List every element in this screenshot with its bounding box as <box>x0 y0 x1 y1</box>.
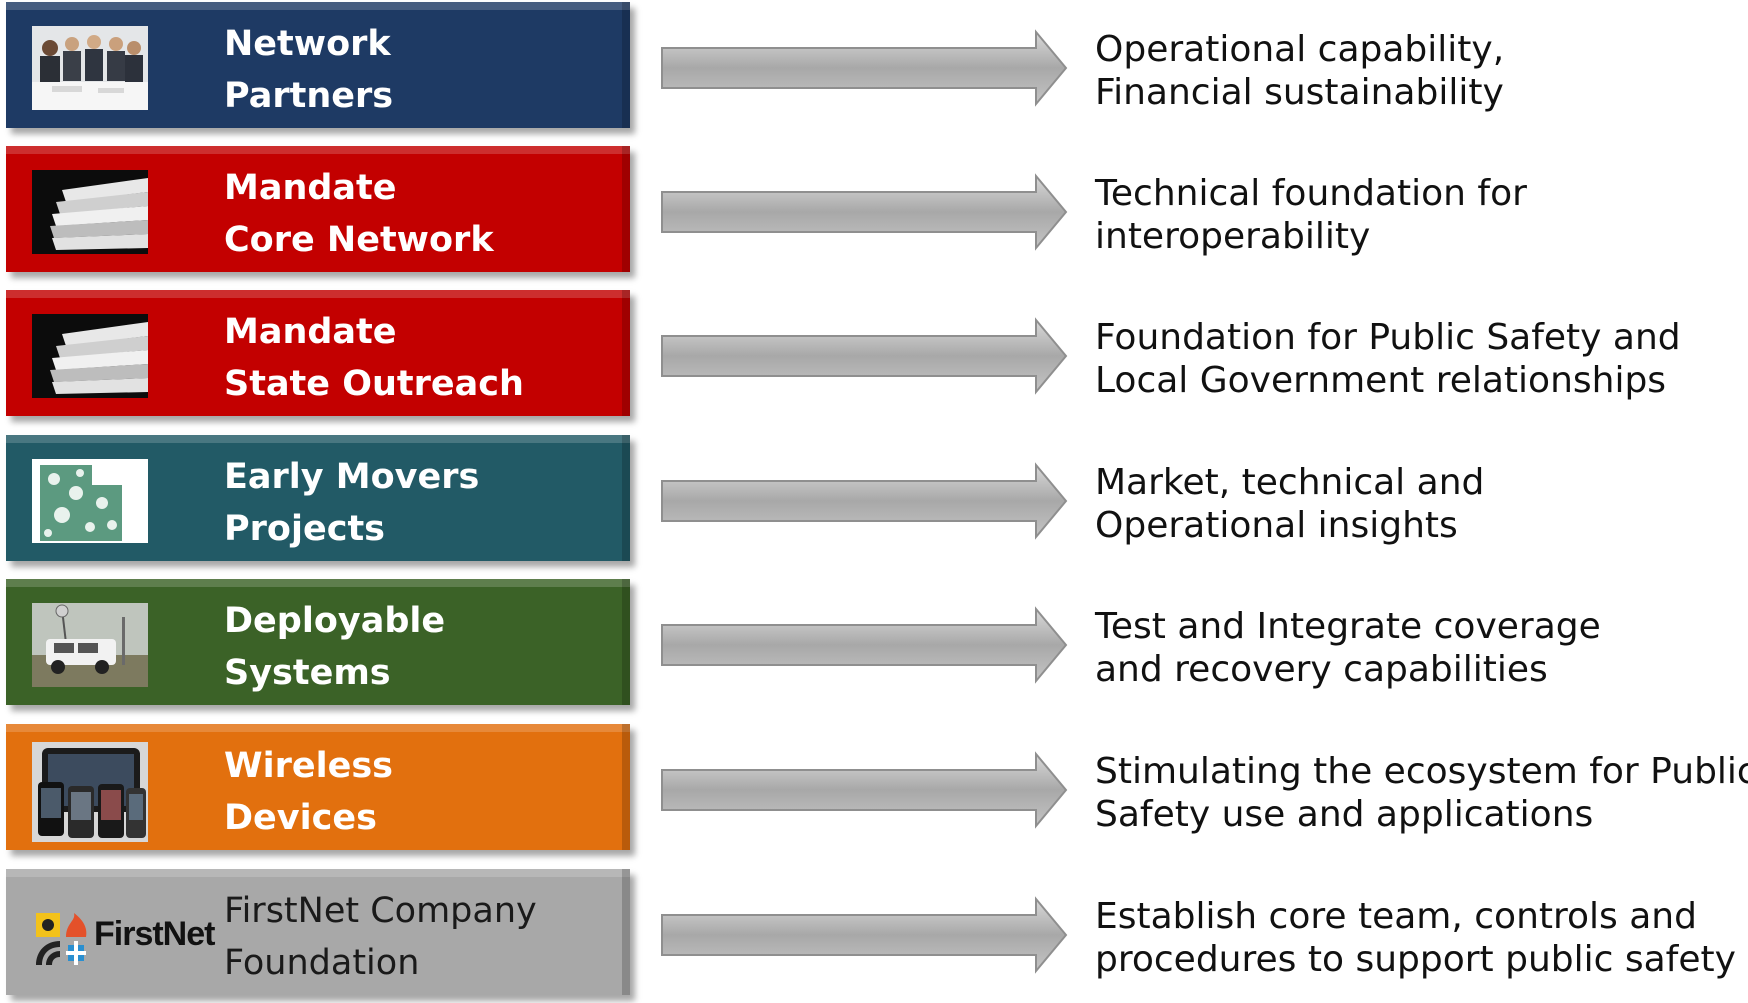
row-firstnet-company-foundation: FirstNet FirstNet Company Foundation Est… <box>0 869 1748 999</box>
outcome-line1: Establish core team, controls and <box>1095 896 1697 937</box>
deployable-systems-box: Deployable Systems <box>6 579 630 705</box>
box-label-line2: Projects <box>224 509 386 549</box>
right-arrow-icon <box>661 29 1068 107</box>
firstnet-logo-icon: FirstNet <box>32 893 232 977</box>
row-mandate-core-network: Mandate Core Network Technical foundatio… <box>0 146 1748 276</box>
box-label-line1: FirstNet Company <box>224 891 537 931</box>
deployable-vehicle-photo-icon <box>32 603 148 687</box>
outcome-line1: Stimulating the ecosystem for Public <box>1095 751 1748 792</box>
box-label-line1: Mandate <box>224 168 397 208</box>
outcome-line2: procedures to support public safety <box>1095 939 1736 980</box>
document-stack-photo-icon <box>32 314 148 398</box>
row-deployable-systems: Deployable Systems Test and Integrate co… <box>0 579 1748 709</box>
business-meeting-photo-icon <box>32 26 148 110</box>
outcome-line1: Market, technical and <box>1095 462 1485 503</box>
firstnet-wordmark: FirstNet <box>94 915 215 953</box>
firstnet-company-foundation-box: FirstNet FirstNet Company Foundation <box>6 869 630 995</box>
right-arrow-icon <box>661 317 1068 395</box>
outcome-line2: Safety use and applications <box>1095 794 1594 835</box>
row-network-partners: Network Partners Operational capability,… <box>0 2 1748 132</box>
outcome-line2: interoperability <box>1095 216 1371 257</box>
box-label-line1: Early Movers <box>224 457 480 497</box>
wireless-devices-photo-icon <box>32 742 148 842</box>
box-label-line2: Partners <box>224 76 394 116</box>
outcome-line1: Test and Integrate coverage <box>1095 606 1601 647</box>
mandate-core-network-box: Mandate Core Network <box>6 146 630 272</box>
outcome-line1: Operational capability, <box>1095 29 1505 70</box>
outcome-line2: and recovery capabilities <box>1095 649 1548 690</box>
right-arrow-icon <box>661 462 1068 540</box>
box-label-line2: State Outreach <box>224 364 524 404</box>
row-early-movers-projects: Early Movers Projects Market, technical … <box>0 435 1748 565</box>
right-arrow-icon <box>661 173 1068 251</box>
box-label-line2: Systems <box>224 653 391 693</box>
wireless-devices-box: Wireless Devices <box>6 724 630 850</box>
box-label-line1: Network <box>224 24 391 64</box>
right-arrow-icon <box>661 606 1068 684</box>
outcome-line2: Operational insights <box>1095 505 1458 546</box>
box-label-line2: Core Network <box>224 220 494 260</box>
network-partners-box: Network Partners <box>6 2 630 128</box>
outcome-line2: Local Government relationships <box>1095 360 1667 401</box>
outcome-line1: Foundation for Public Safety and <box>1095 317 1681 358</box>
box-label-line2: Foundation <box>224 943 420 983</box>
box-label-line1: Mandate <box>224 312 397 352</box>
outcome-line1: Technical foundation for <box>1095 173 1527 214</box>
box-label-line2: Devices <box>224 798 377 838</box>
outcome-line2: Financial sustainability <box>1095 72 1504 113</box>
row-mandate-state-outreach: Mandate State Outreach Foundation for Pu… <box>0 290 1748 420</box>
right-arrow-icon <box>661 751 1068 829</box>
box-label-line1: Wireless <box>224 746 394 786</box>
right-arrow-icon <box>661 896 1068 974</box>
mandate-state-outreach-box: Mandate State Outreach <box>6 290 630 416</box>
state-map-photo-icon <box>32 459 148 543</box>
early-movers-projects-box: Early Movers Projects <box>6 435 630 561</box>
box-label-line1: Deployable <box>224 601 446 641</box>
document-stack-photo-icon <box>32 170 148 254</box>
row-wireless-devices: Wireless Devices Stimulating the ecosyst… <box>0 724 1748 854</box>
